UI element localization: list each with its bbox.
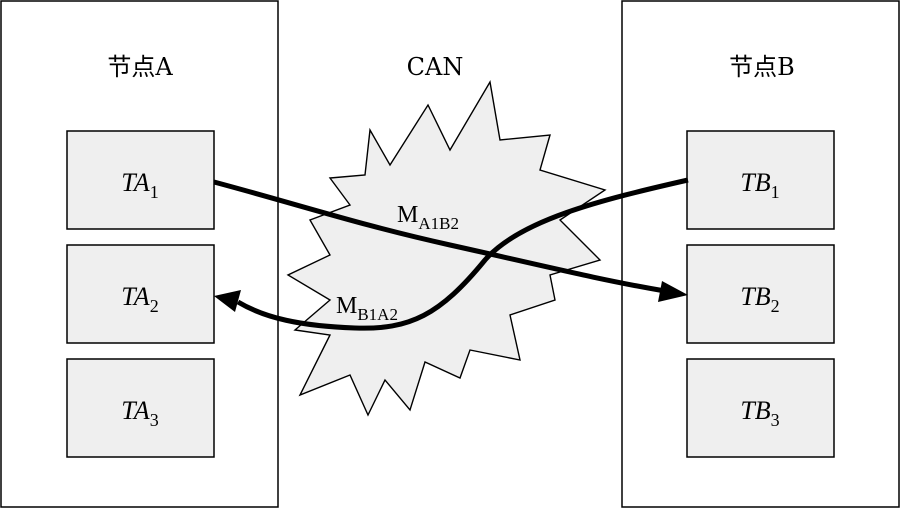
arrow-head-a2 <box>214 290 241 312</box>
can-network-burst <box>286 79 607 417</box>
message-path-a1-b2 <box>213 179 666 294</box>
task-label-ta2: TA2 <box>121 282 158 316</box>
message-label-a1-b2: MA1B2 <box>397 202 459 233</box>
task-label-tb3: TB3 <box>740 396 779 430</box>
node-b-title: 节点B <box>729 53 795 81</box>
node-a-title: 节点A <box>107 53 173 81</box>
task-label-ta3: TA3 <box>121 396 158 430</box>
task-box-tb3 <box>686 358 835 458</box>
task-label-tb2: TB2 <box>740 282 779 316</box>
task-box-ta3 <box>66 358 215 458</box>
task-label-tb1: TB1 <box>740 168 779 202</box>
can-label: CAN <box>407 53 464 81</box>
task-box-ta1 <box>66 130 215 230</box>
task-label-ta1: TA1 <box>121 168 158 202</box>
task-box-tb2 <box>686 244 835 344</box>
message-label-b1-a2: MB1A2 <box>336 293 398 324</box>
task-box-ta2 <box>66 244 215 344</box>
message-path-b1-a2 <box>236 177 689 331</box>
arrow-head-b2 <box>658 281 688 302</box>
task-box-tb1 <box>686 130 835 230</box>
